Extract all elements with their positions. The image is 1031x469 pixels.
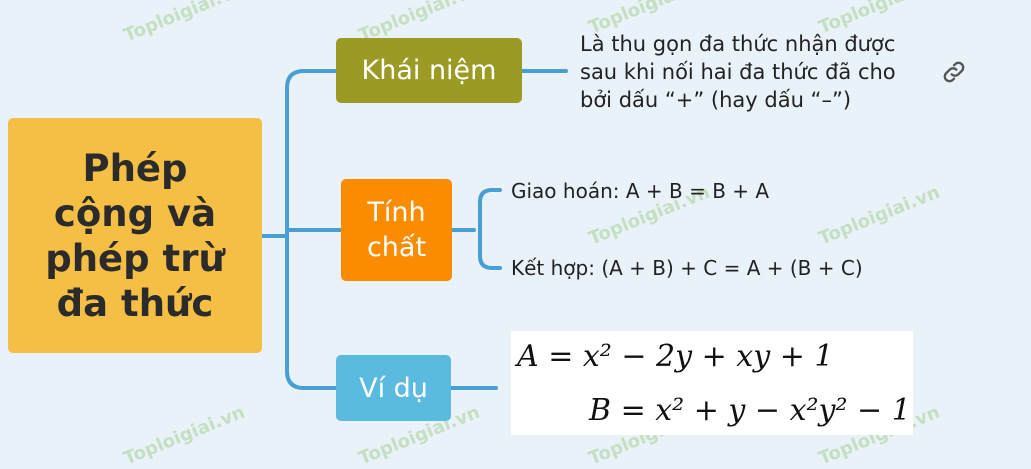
equation-lhs: B — [589, 393, 612, 428]
example-equations: A = x² − 2y + xy + 1 B = x² + y − x²y² −… — [511, 331, 913, 435]
example-label: Ví dụ — [359, 372, 428, 404]
property-item: Giao hoán: A + B = B + A — [511, 179, 770, 203]
link-icon[interactable] — [940, 58, 968, 86]
property-label: Tính chất — [366, 197, 427, 263]
root-node[interactable]: Phép cộng và phép trừ đa thức — [8, 118, 262, 353]
property-items-connector — [450, 188, 502, 270]
property-node[interactable]: Tính chất — [341, 179, 452, 281]
equation-rhs: = x² − 2y + xy + 1 — [548, 339, 834, 374]
equation-a: A = x² − 2y + xy + 1 — [517, 339, 833, 374]
property-item: Kết hợp: (A + B) + C = A + (B + C) — [511, 256, 863, 280]
example-node[interactable]: Ví dụ — [336, 355, 451, 421]
equation-lhs: A — [517, 339, 539, 374]
concept-label: Khái niệm — [361, 55, 497, 86]
equation-rhs: = x² + y − x²y² − 1 — [620, 393, 911, 428]
concept-node[interactable]: Khái niệm — [336, 38, 522, 103]
root-label: Phép cộng và phép trừ đa thức — [45, 146, 225, 325]
concept-definition: Là thu gọn đa thức nhận được sau khi nối… — [580, 32, 896, 112]
equation-b: B = x² + y − x²y² − 1 — [589, 393, 911, 428]
